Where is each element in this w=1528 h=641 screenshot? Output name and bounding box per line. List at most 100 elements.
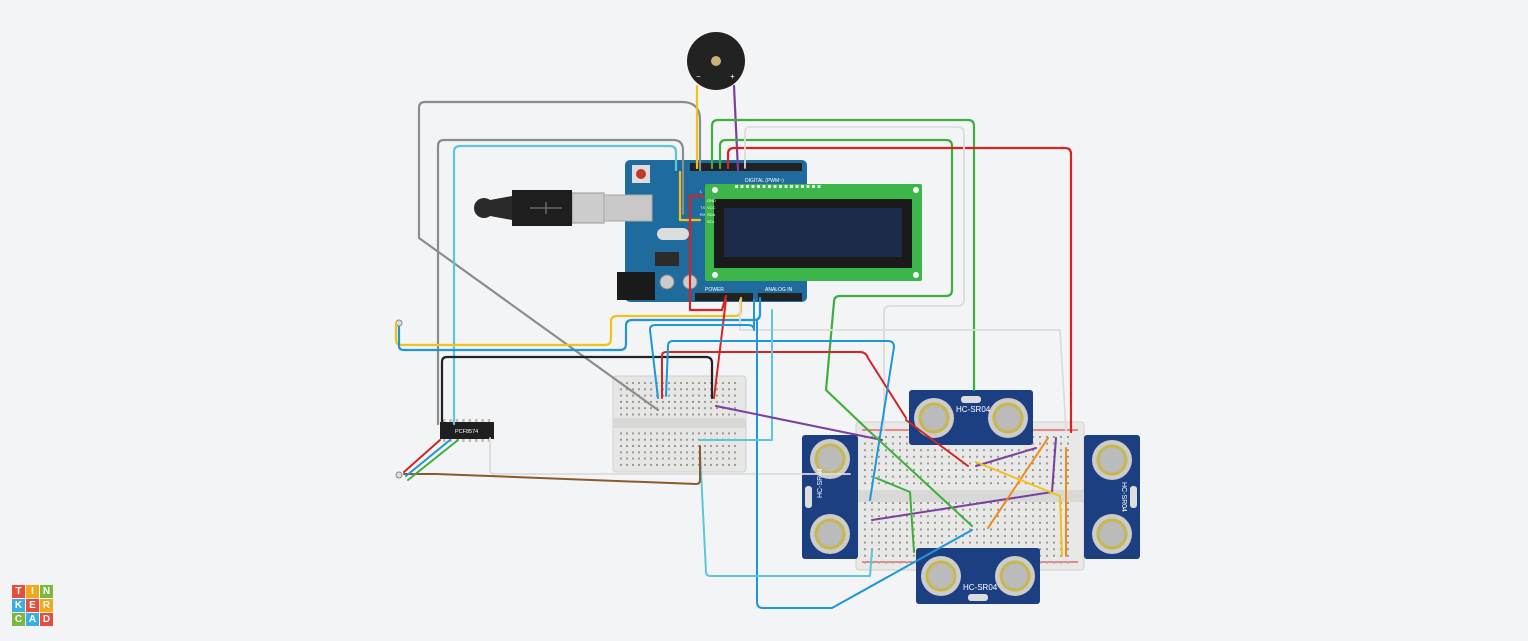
wire-yellow[interactable]: [678, 170, 702, 222]
breadboard-hole: [1011, 541, 1013, 544]
wire-white[interactable]: [489, 437, 851, 475]
lcd-display[interactable]: GND VCC SDA SCL: [705, 184, 922, 281]
ultrasonic-sensor-left[interactable]: HC-SR04: [802, 435, 858, 559]
wire-brown[interactable]: [403, 445, 701, 485]
breadboard-hole: [899, 508, 901, 511]
breadboard-hole: [997, 475, 999, 478]
breadboard-hole: [871, 541, 873, 544]
wire-black[interactable]: [440, 355, 714, 426]
wire-blue[interactable]: [756, 319, 973, 609]
breadboard-hole: [948, 469, 950, 471]
breadboard-hole: [990, 515, 992, 518]
wire-purple[interactable]: [715, 405, 883, 441]
breadboard-hole: [906, 554, 908, 557]
wire-white[interactable]: [739, 299, 1067, 431]
wire-blue[interactable]: [649, 299, 755, 399]
breadboard-hole: [680, 400, 682, 403]
wire-blue[interactable]: [405, 439, 451, 477]
breadboard-hole: [686, 388, 688, 391]
piezo-buzzer[interactable]: − +: [687, 32, 745, 90]
breadboard-hole: [948, 535, 950, 537]
breadboard-hole: [1046, 515, 1048, 518]
wire-gray[interactable]: [417, 100, 702, 412]
breadboard-hole: [1067, 449, 1069, 452]
wire-orange[interactable]: [987, 437, 1049, 529]
breadboard-hole: [899, 535, 901, 537]
breadboard-hole: [906, 449, 908, 452]
wire-green[interactable]: [710, 118, 976, 392]
logo-letter: A: [26, 613, 39, 626]
breadboard-hole: [680, 457, 682, 460]
breadboard-hole: [1039, 502, 1041, 504]
ultrasonic-sensor-bottom[interactable]: HC-SR04: [916, 548, 1040, 604]
wire-yellow[interactable]: [975, 461, 1063, 557]
breadboard-small[interactable]: [612, 375, 747, 473]
wire-lightblue[interactable]: [699, 451, 873, 577]
breadboard-hole: [686, 457, 688, 460]
breadboard-hole: [934, 502, 936, 504]
breadboard-hole: [638, 438, 640, 441]
breadboard-hole: [1025, 455, 1027, 458]
wire-green[interactable]: [718, 138, 954, 432]
breadboard-hole: [1032, 482, 1034, 485]
wire-lightblue[interactable]: [699, 309, 773, 441]
breadboard-hole: [728, 451, 730, 454]
breadboard-hole: [871, 442, 873, 445]
breadboard-hole: [1032, 469, 1034, 471]
breadboard-hole: [941, 515, 943, 518]
wire-red[interactable]: [661, 351, 907, 419]
lcd-pin-scl: SCL: [707, 219, 716, 224]
breadboard-hole: [716, 463, 718, 466]
breadboard-hole: [885, 541, 887, 544]
breadboard-hole: [674, 400, 676, 403]
breadboard-hole: [934, 528, 936, 531]
breadboard-hole: [662, 400, 664, 403]
wire-red[interactable]: [905, 419, 969, 467]
breadboard-hole: [934, 462, 936, 465]
breadboard-hole: [692, 394, 694, 397]
breadboard-hole: [983, 455, 985, 458]
breadboard-hole: [620, 388, 622, 391]
breadboard-hole: [934, 449, 936, 452]
wire-gray[interactable]: [436, 138, 685, 426]
wire-red[interactable]: [726, 146, 1073, 434]
breadboard-hole: [955, 502, 957, 504]
wire-green[interactable]: [407, 439, 459, 481]
pcf8574-chip[interactable]: PCF8574: [440, 419, 494, 442]
wire-purple[interactable]: [732, 84, 740, 172]
breadboard-hole: [644, 388, 646, 391]
breadboard-hole: [1004, 449, 1006, 452]
ultrasonic-sensor-top[interactable]: HC-SR04: [909, 390, 1033, 445]
breadboard-hole: [885, 535, 887, 537]
wire-red[interactable]: [688, 194, 728, 312]
breadboard-hole: [864, 449, 866, 452]
wire-red[interactable]: [713, 299, 727, 399]
breadboard-hole: [1060, 442, 1062, 445]
breadboard-hole: [674, 382, 676, 384]
wire-red[interactable]: [403, 439, 441, 473]
breadboard-hole: [668, 451, 670, 454]
wires[interactable]: [394, 84, 1073, 609]
breadboard-hole: [927, 508, 929, 511]
breadboard-hole: [722, 382, 724, 384]
breadboard-hole: [1004, 541, 1006, 544]
wire-blue[interactable]: [665, 340, 895, 501]
breadboard-hole: [734, 445, 736, 447]
wire-green[interactable]: [867, 429, 973, 527]
breadboard-hole: [1004, 508, 1006, 511]
wire-lightblue[interactable]: [452, 144, 678, 426]
logo-letter: K: [12, 599, 25, 612]
wire-purple[interactable]: [975, 447, 1037, 467]
breadboard-hole: [644, 394, 646, 397]
ultrasonic-sensor-right[interactable]: HC-SR04: [1084, 435, 1140, 559]
breadboard-hole: [668, 407, 670, 410]
breadboard-hole: [990, 508, 992, 511]
connector-pin[interactable]: [395, 471, 403, 479]
breadboard-hole: [885, 475, 887, 478]
wire-green[interactable]: [875, 477, 915, 553]
wire-white[interactable]: [744, 126, 965, 431]
breadboard-hole: [899, 502, 901, 504]
buzzer-minus-label: −: [696, 72, 701, 81]
